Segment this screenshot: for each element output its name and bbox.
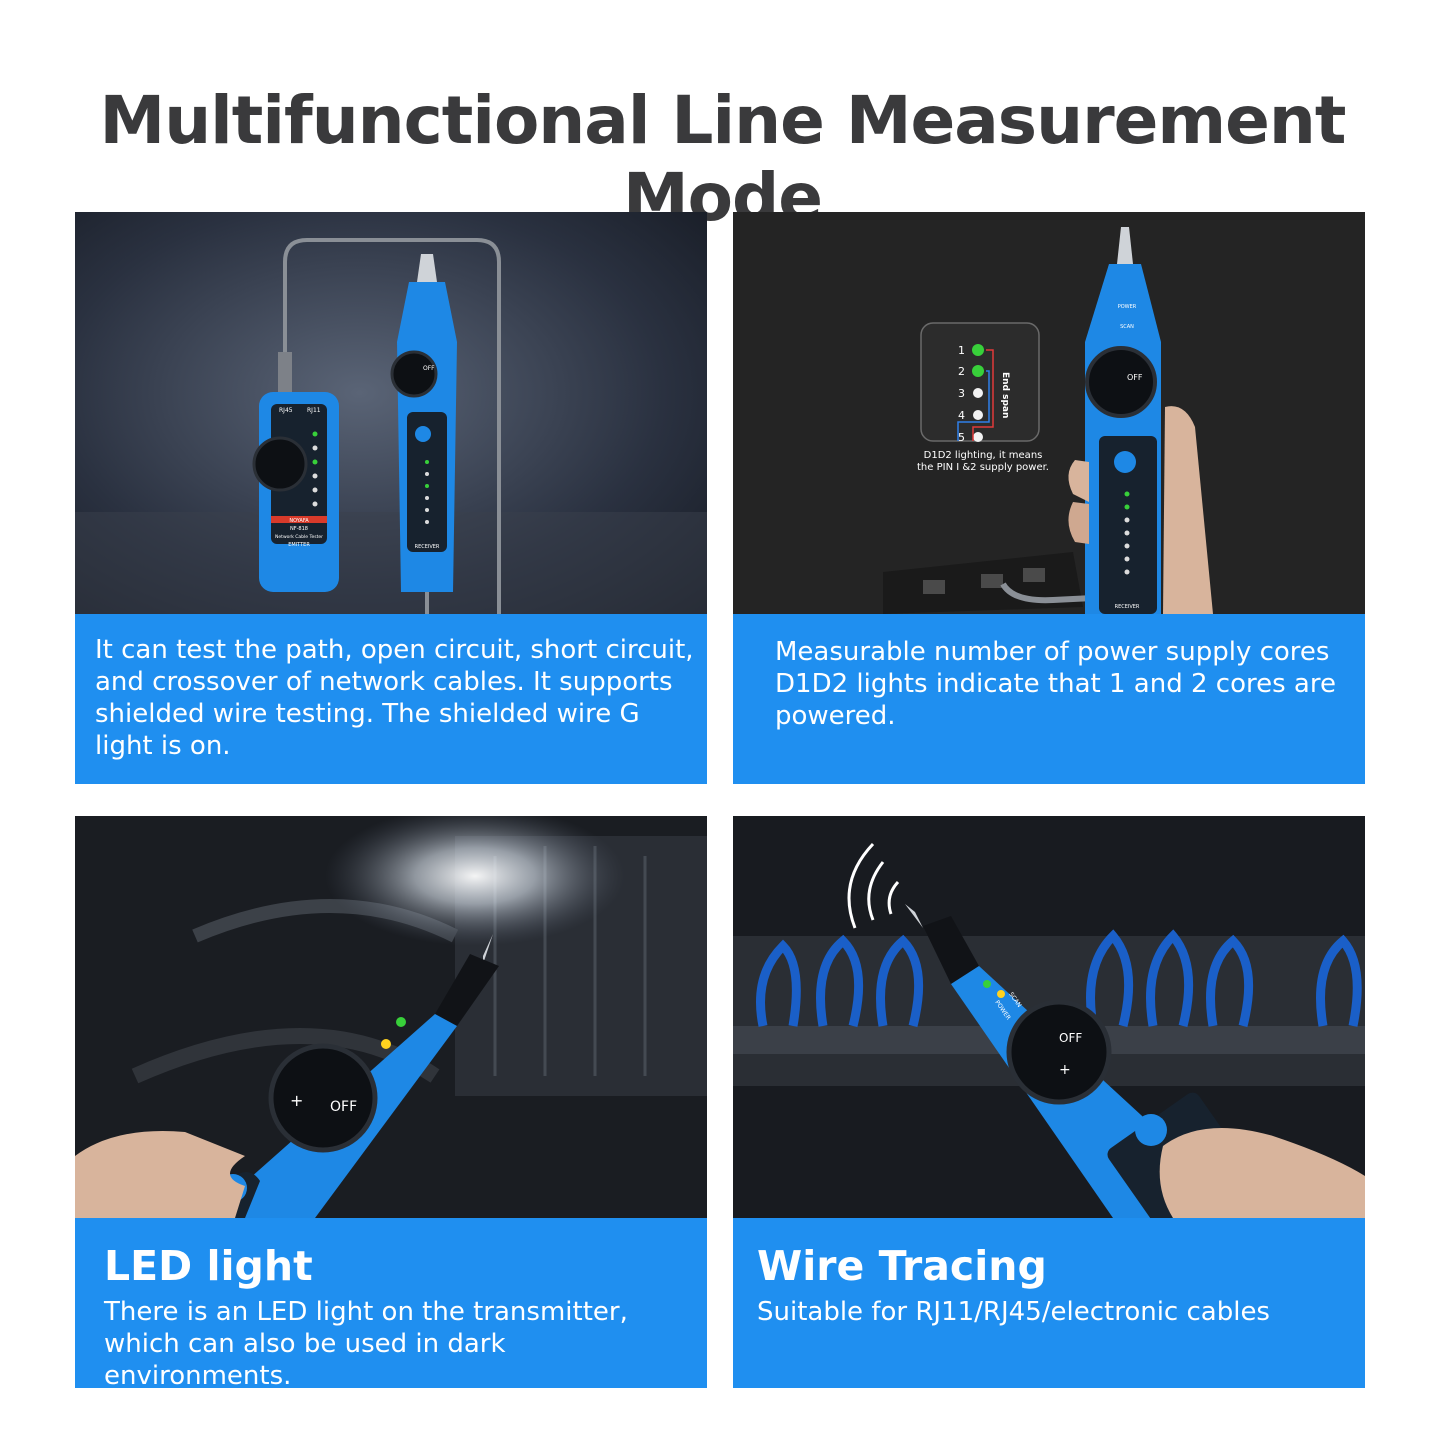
caption-text: Measurable number of power supply cores …: [775, 637, 1336, 731]
pin-2-label: 2: [958, 365, 965, 378]
emitter-port-rj11: RJ11: [307, 407, 321, 414]
dial-off-label: OFF: [1059, 1031, 1082, 1045]
caption-heading: LED light: [104, 1242, 313, 1290]
callout-note-line1: D1D2 lighting, it means: [924, 450, 1043, 461]
panel-power-cores: 1 2 3 4 5 End span D1D2 lighting, it mea…: [733, 212, 1365, 784]
panel-led-light: OFF + LED light There is an LED light on…: [75, 816, 707, 1388]
emitter-port-rj45: RJ45: [279, 407, 293, 414]
callout-end-span: End span: [1000, 372, 1010, 418]
receiver-scan-label: SCAN: [1120, 324, 1134, 330]
receiver-power-label: POWER: [1118, 304, 1137, 310]
pin-4-label: 4: [958, 409, 965, 422]
receiver-label: RECEIVER: [415, 544, 440, 550]
caption-cable-test: It can test the path, open circuit, shor…: [75, 614, 707, 784]
caption-led-light: LED light There is an LED light on the t…: [75, 1218, 707, 1388]
pin-3-label: 3: [958, 387, 965, 400]
pin-1-label: 1: [958, 344, 965, 357]
caption-text: There is an LED light on the transmitter…: [104, 1297, 628, 1388]
emitter-name: Network Cable Tester: [275, 534, 323, 540]
panel-wire-tracing: POWER SCAN OFF + Wire Tracing Suitable f…: [733, 816, 1365, 1388]
callout-note-line2: the PIN I &2 supply power.: [917, 462, 1049, 473]
dial-off-label: OFF: [330, 1099, 357, 1115]
pin-5-label: 5: [958, 431, 965, 444]
receiver-label: RECEIVER: [1115, 604, 1140, 610]
panel-cable-test: RJ45 RJ11 NOYAFA NF-818 Network Cable Te…: [75, 212, 707, 784]
photo-tester-kit: RJ45 RJ11 NOYAFA NF-818 Network Cable Te…: [75, 212, 707, 614]
photo-wire-tracing: POWER SCAN OFF +: [733, 816, 1365, 1218]
emitter-label: EMITTER: [288, 542, 310, 548]
caption-text: Suitable for RJ11/RJ45/electronic cables: [757, 1297, 1270, 1327]
receiver-dial-off: OFF: [423, 365, 435, 372]
emitter-brand: NOYAFA: [289, 518, 309, 524]
photo-receiver-in-hand: 1 2 3 4 5 End span D1D2 lighting, it mea…: [733, 212, 1365, 614]
dial-plus-label: +: [1059, 1062, 1071, 1078]
caption-text: It can test the path, open circuit, shor…: [95, 635, 694, 761]
photo-led-flashlight: OFF +: [75, 816, 707, 1218]
emitter-model: NF-818: [290, 526, 308, 532]
caption-heading: Wire Tracing: [757, 1242, 1047, 1290]
page-title: Multifunctional Line Measurement Mode: [99, 82, 1347, 236]
caption-power-cores: Measurable number of power supply cores …: [733, 614, 1365, 784]
receiver-dial-off: OFF: [1127, 373, 1143, 382]
dial-plus-label: +: [290, 1091, 303, 1110]
caption-wire-tracing: Wire Tracing Suitable for RJ11/RJ45/elec…: [733, 1218, 1365, 1388]
